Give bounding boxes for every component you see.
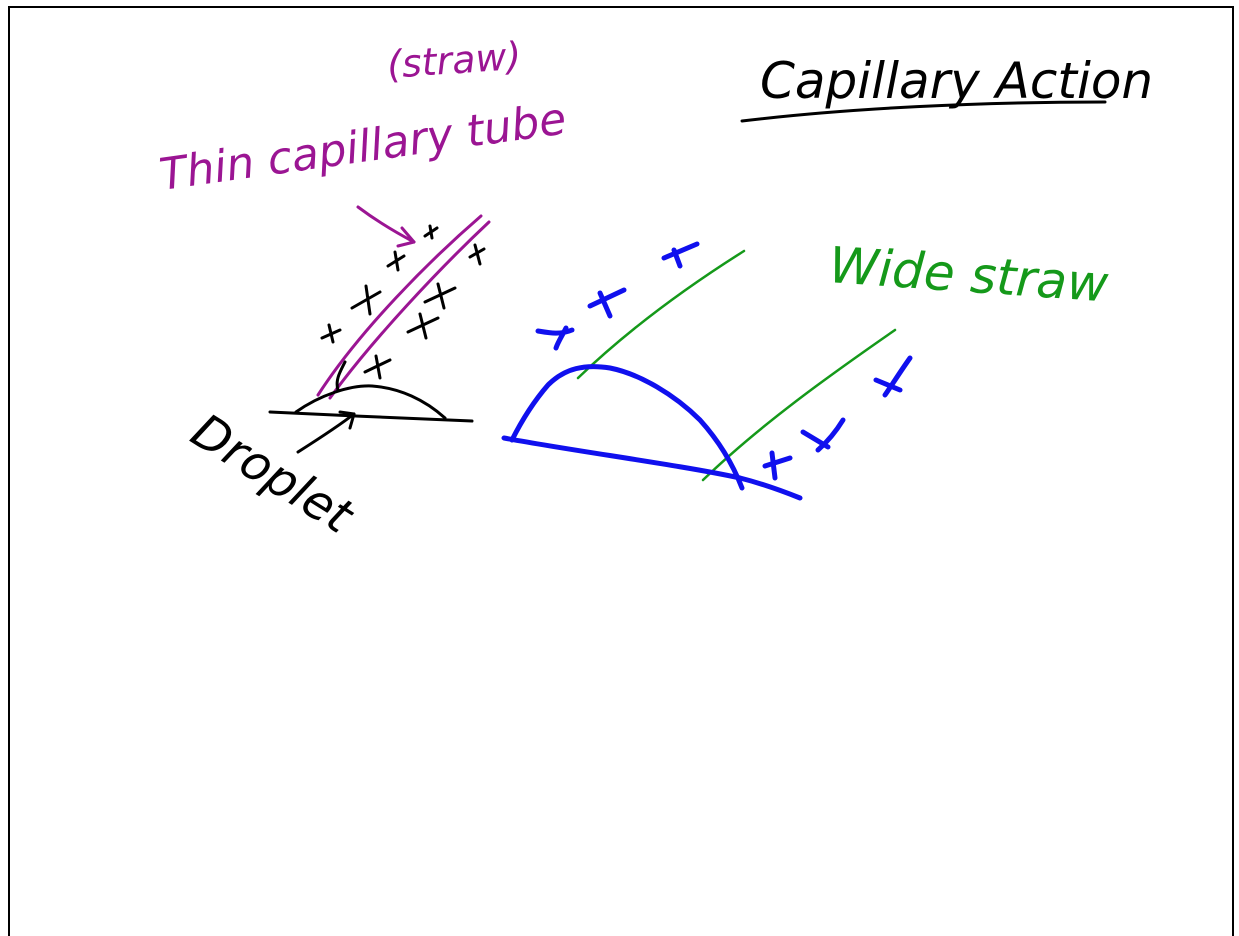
small-droplet [268, 360, 474, 423]
whiteboard-page [8, 6, 1234, 936]
pointer-arrow [356, 205, 416, 248]
straw-note: (straw) [386, 34, 523, 87]
title-underline [740, 100, 1107, 123]
thin-tube-label: Thin capillary tube [156, 93, 569, 201]
wide-straw-charges [535, 241, 913, 481]
title: Capillary Action [760, 52, 1153, 110]
droplet-label: Droplet [182, 403, 365, 546]
large-droplet [501, 364, 803, 501]
droplet-arrow [296, 410, 356, 454]
thin-tube-charges [320, 224, 486, 380]
wide-straw-label: Wide straw [827, 236, 1110, 313]
thin-capillary-tube [316, 214, 491, 400]
wide-straw [576, 249, 897, 482]
